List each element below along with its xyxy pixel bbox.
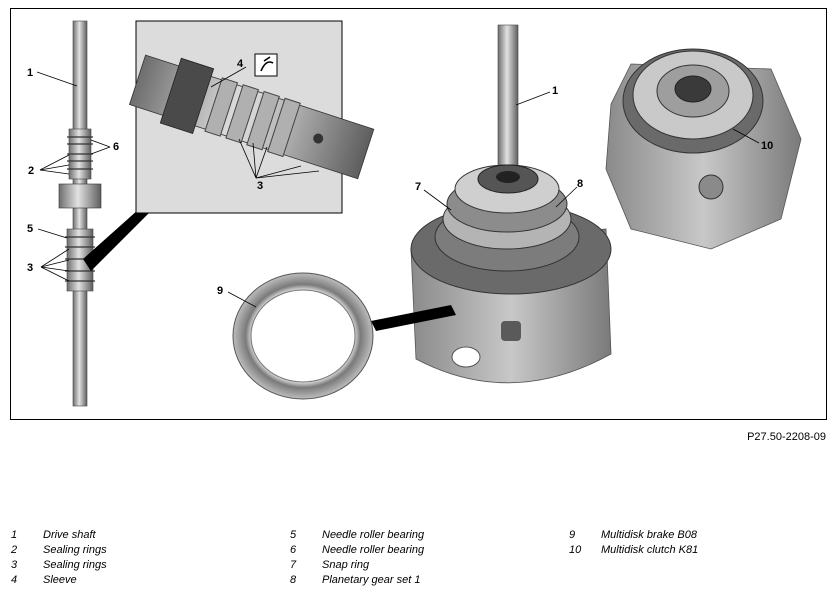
- legend-label: Sealing rings: [43, 544, 107, 556]
- legend-label: Drive shaft: [43, 529, 96, 541]
- detail-inset: [83, 20, 375, 271]
- callout-2: 2: [28, 165, 34, 177]
- legend-label: Needle roller bearing: [322, 544, 425, 556]
- legend-label: Snap ring: [322, 559, 370, 571]
- callout-3-shaft: 3: [27, 262, 33, 274]
- clutch-housing-drawing: [605, 48, 802, 250]
- legend-number: 5: [290, 529, 297, 541]
- callout-9: 9: [217, 285, 223, 297]
- legend-number: 4: [11, 574, 18, 586]
- legend-label: Sleeve: [43, 574, 77, 586]
- drive-shaft-drawing: [58, 20, 102, 407]
- callout-6: 6: [113, 141, 119, 153]
- callout-8: 8: [577, 178, 583, 190]
- figure-drawing: 1 2 3 4 5 6 1 7 8 9 10 3: [27, 20, 802, 407]
- legend-label: Multidisk brake B08: [601, 529, 697, 541]
- legend-number: 3: [11, 559, 18, 571]
- callout-10: 10: [761, 140, 773, 152]
- callout-7: 7: [415, 181, 421, 193]
- legend-number: 2: [11, 544, 18, 556]
- figure-id-label: P27.50-2208-09: [747, 431, 826, 443]
- legend-label: Planetary gear set 1: [322, 574, 421, 586]
- callout-4: 4: [237, 58, 244, 70]
- legend-number: 6: [290, 544, 297, 556]
- legend-label: Sealing rings: [43, 559, 107, 571]
- callout-1-assembly: 1: [552, 85, 558, 97]
- legend-number: 8: [290, 574, 297, 586]
- legend-label: Needle roller bearing: [322, 529, 425, 541]
- legend-number: 1: [11, 529, 18, 541]
- callout-3-inset: 3: [257, 180, 263, 192]
- legend-number: 10: [569, 544, 582, 556]
- legend-label: Multidisk clutch K81: [601, 544, 699, 556]
- exploded-view-figure: 1 2 3 4 5 6 1 7 8 9 10 3: [10, 8, 827, 420]
- callout-1-shaft: 1: [27, 67, 33, 79]
- wrench-torque-icon: [254, 53, 278, 77]
- brake-ring-drawing: [232, 272, 456, 400]
- legend-number: 7: [290, 559, 297, 571]
- transmission-assembly-drawing: [410, 24, 612, 384]
- legend-number: 9: [569, 529, 576, 541]
- legend: 1 Drive shaft 2 Sealing rings 3 Sealing …: [0, 528, 837, 594]
- callout-labels: 1 2 3 4 5 6 1 7 8 9 10 3: [27, 58, 773, 297]
- callout-5: 5: [27, 223, 33, 235]
